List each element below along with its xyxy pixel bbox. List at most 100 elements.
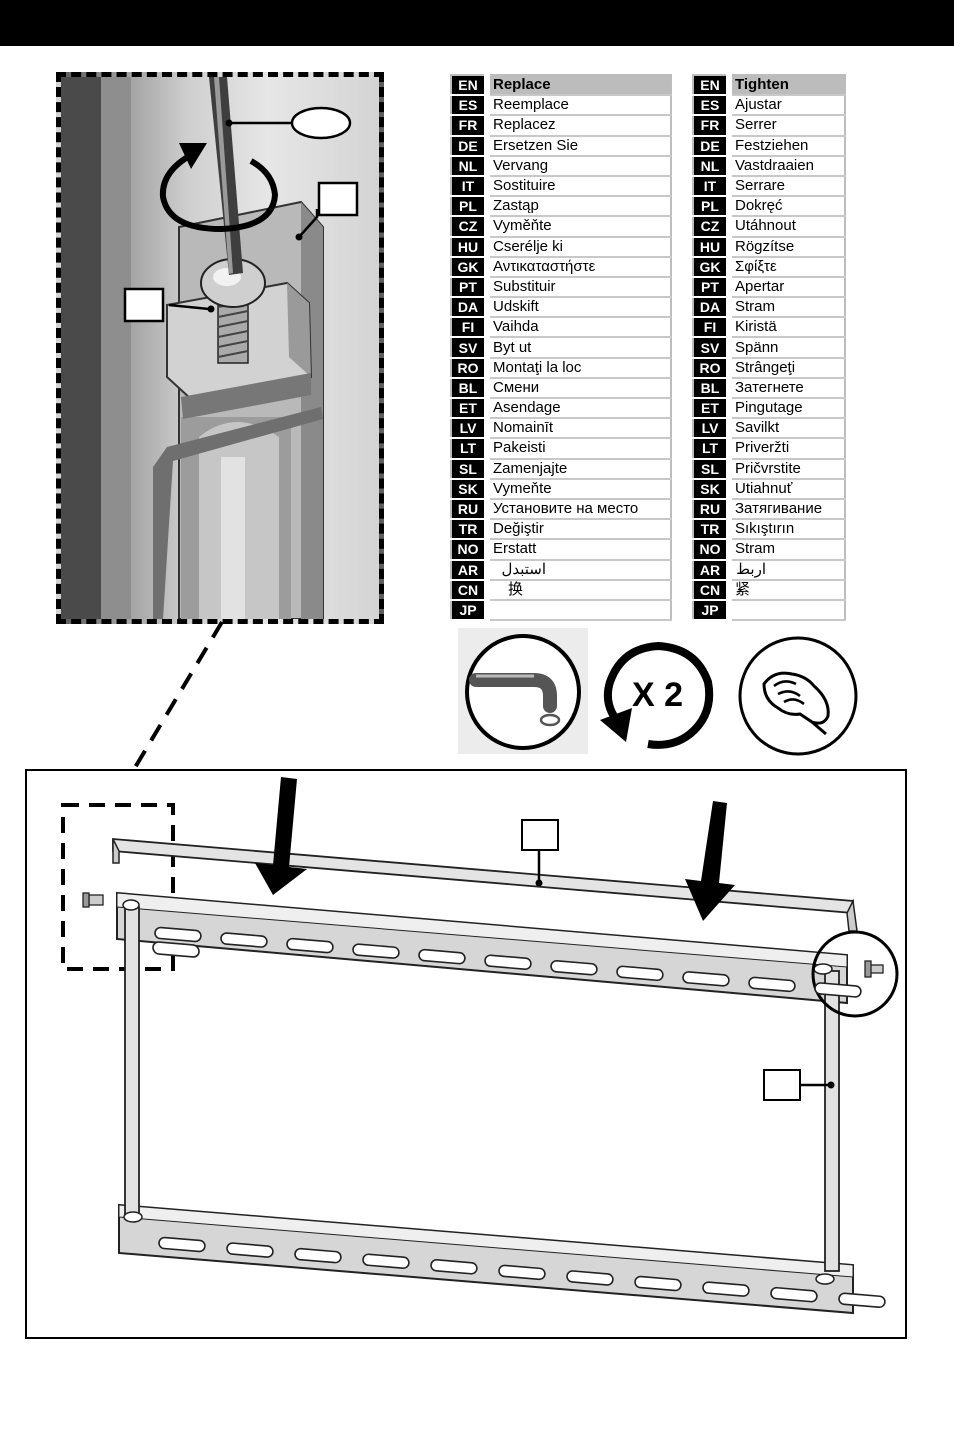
language-code: NL <box>451 155 490 177</box>
translation-text: Udskift <box>487 297 671 319</box>
slot-hole <box>154 926 202 943</box>
slot-hole <box>838 1292 886 1309</box>
translation-text <box>487 599 671 622</box>
language-code: EN <box>451 75 490 97</box>
language-code: CZ <box>451 216 490 238</box>
language-code: SK <box>693 478 732 500</box>
language-code: DE <box>693 135 732 157</box>
translation-text: Zamenjajte <box>487 458 671 480</box>
hex-key-icon <box>458 628 588 754</box>
translation-text: 紧 <box>729 579 845 601</box>
language-code: AR <box>451 559 490 581</box>
translation-text: Vymeňte <box>487 478 671 500</box>
translation-text: Pričvrstite <box>729 458 845 480</box>
translation-text: Sostituire <box>487 175 671 198</box>
translation-text: Pakeisti <box>487 438 671 460</box>
slot-hole <box>418 948 466 965</box>
language-code: ES <box>451 95 490 117</box>
language-code: GK <box>451 256 490 278</box>
zoom-connector-line <box>110 620 224 808</box>
language-row: JP <box>451 599 671 622</box>
rotate-count-label: X 2 <box>632 676 684 714</box>
language-code: IT <box>451 175 490 198</box>
header-bar <box>0 0 954 46</box>
translation-text: Ajustar <box>729 95 845 117</box>
translation-text: Sıkıştırın <box>729 519 845 541</box>
language-code: CN <box>451 579 490 601</box>
translation-text: Σφίξτε <box>729 256 845 278</box>
translation-text: Ersetzen Sie <box>487 135 671 157</box>
rotate-twice-icon <box>600 641 714 749</box>
translation-text: Savilkt <box>729 418 845 440</box>
language-code: RU <box>693 498 732 521</box>
language-code: FR <box>451 115 490 137</box>
language-code: BL <box>451 377 490 400</box>
language-code: CN <box>693 579 732 601</box>
slot-hole <box>682 971 730 987</box>
language-code: SV <box>693 337 732 359</box>
language-code: FI <box>451 317 490 339</box>
translation-text: Rögzítse <box>729 236 845 258</box>
language-code: JP <box>451 599 490 622</box>
language-code: EN <box>693 75 732 97</box>
translation-text: Reemplace <box>487 95 671 117</box>
translation-text: Vastdraaien <box>729 155 845 177</box>
language-code: LT <box>693 438 732 460</box>
translation-text: Festziehen <box>729 135 845 157</box>
translation-text: Asendage <box>487 398 671 420</box>
language-code: IT <box>693 175 732 198</box>
language-code: RO <box>451 357 490 379</box>
translation-text: Substituir <box>487 276 671 299</box>
slot-hole <box>702 1281 750 1297</box>
slot-hole <box>550 959 598 976</box>
translation-text: Stram <box>729 539 845 561</box>
screw-icon <box>82 892 884 978</box>
slot-hole <box>566 1270 614 1286</box>
slot-hole <box>616 965 664 982</box>
translation-text: Apertar <box>729 276 845 299</box>
translation-text: استبدل <box>487 559 671 581</box>
language-code: ET <box>451 398 490 420</box>
language-code: TR <box>451 519 490 541</box>
translation-text: Tighten <box>729 75 845 97</box>
language-code: GK <box>693 256 732 278</box>
translation-text: Pingutage <box>729 398 845 420</box>
rotate-arrow-icon <box>123 106 359 323</box>
hand-tighten-icon <box>738 636 858 756</box>
language-code: NO <box>693 539 732 561</box>
translation-text: اربط <box>729 559 845 581</box>
slot-hole <box>430 1259 478 1275</box>
translation-text: Αντικαταστήστε <box>487 256 671 278</box>
slot-hole <box>352 943 400 959</box>
language-code: LT <box>451 438 490 460</box>
language-code: RU <box>451 498 490 521</box>
translation-text: Strângeţi <box>729 357 845 379</box>
language-code: NL <box>693 155 732 177</box>
